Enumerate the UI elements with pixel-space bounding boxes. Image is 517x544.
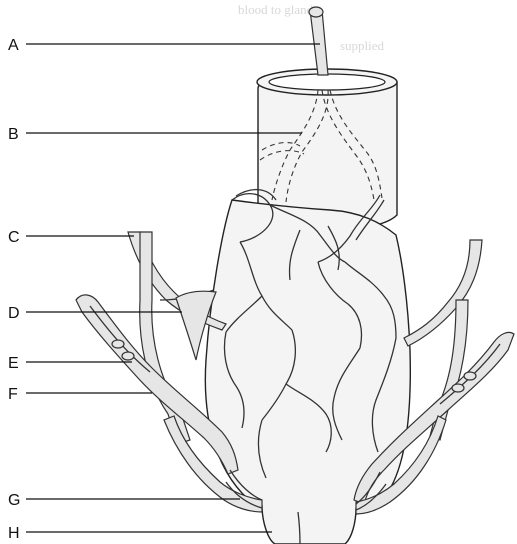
superior-vessel-cut-end xyxy=(309,7,323,17)
label-text-B: B xyxy=(8,126,19,143)
label-text-G: G xyxy=(8,492,20,509)
superior-vessel-tube xyxy=(310,10,328,75)
label-text-D: D xyxy=(8,305,20,322)
vessel-node-2 xyxy=(122,352,134,360)
rectum-upper-tube xyxy=(258,73,397,226)
ghost-text-1: blood to glands xyxy=(238,2,318,17)
label-text-F: F xyxy=(8,386,18,403)
label-text-E: E xyxy=(8,355,19,372)
tube-rim-inner xyxy=(269,74,385,90)
label-text-A: A xyxy=(8,37,19,54)
label-H: H xyxy=(8,525,272,542)
label-A: A xyxy=(8,37,320,54)
label-F: F xyxy=(8,386,152,403)
vessel-node-3 xyxy=(464,372,476,380)
ghost-text-2: supplied xyxy=(340,38,385,53)
label-text-H: H xyxy=(8,525,20,542)
vessel-node-1 xyxy=(112,340,124,348)
vessel-node-4 xyxy=(452,384,464,392)
label-E: E xyxy=(8,355,132,372)
label-C: C xyxy=(8,229,134,246)
anal-canal xyxy=(262,505,356,544)
label-text-C: C xyxy=(8,229,20,246)
label-G: G xyxy=(8,492,240,509)
right-descending-vessel xyxy=(404,240,482,346)
